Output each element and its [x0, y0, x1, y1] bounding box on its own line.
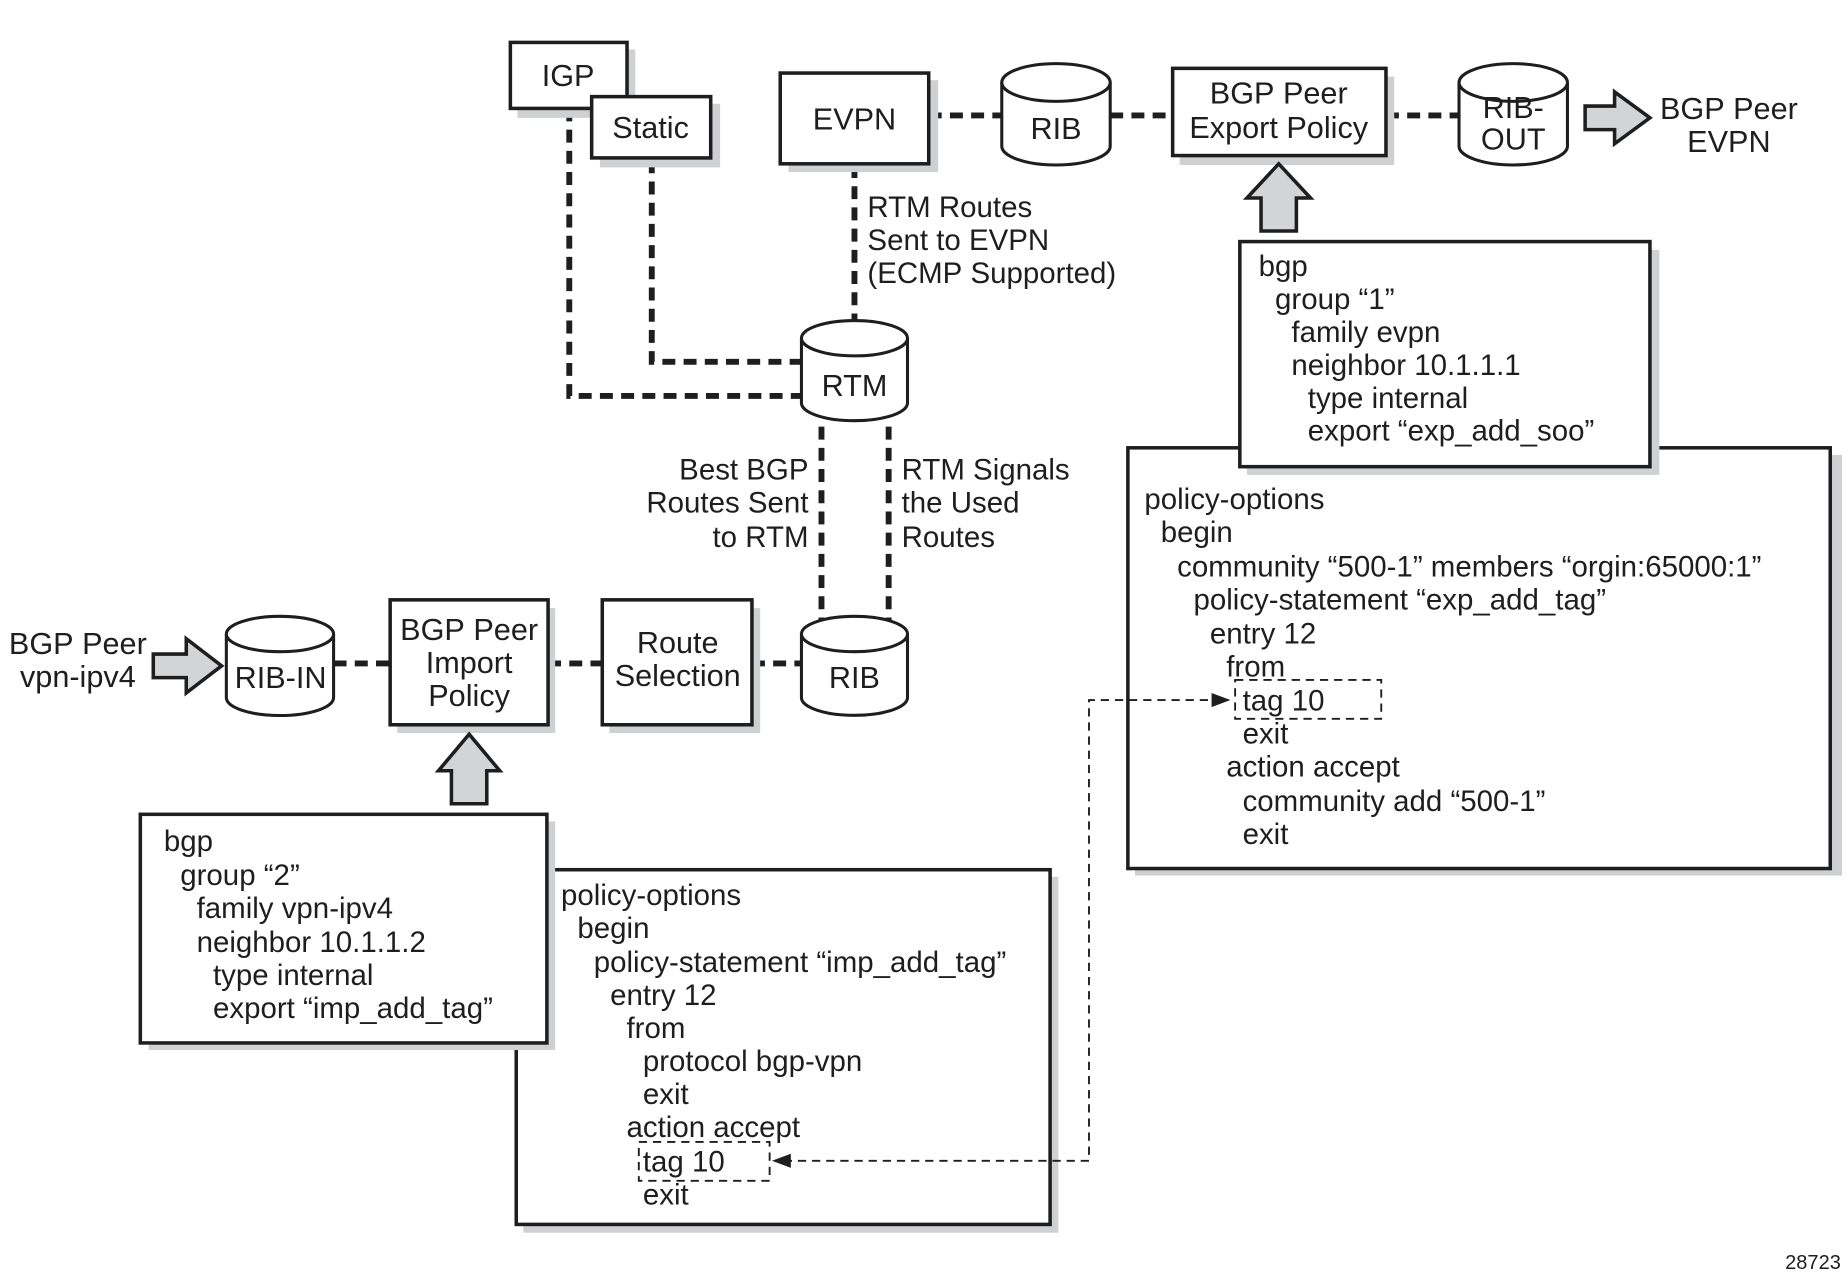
code-line: exit — [561, 1078, 689, 1111]
rib-bottom-label: RIB — [829, 661, 880, 695]
rib-bottom-cylinder: RIB — [799, 614, 910, 717]
import-policy-label-line2: Import — [426, 646, 513, 680]
evpn-node: EVPN — [778, 71, 939, 173]
route-selection-label-line2: Selection — [615, 659, 741, 693]
import-policy-node: BGP Peer Import Policy — [388, 598, 556, 734]
code-line: neighbor 10.1.1.2 — [164, 926, 426, 959]
code-line: action accept — [1144, 751, 1399, 784]
code-line: protocol bgp-vpn — [561, 1045, 862, 1078]
import-bgp-config-panel: bgp group “2” family vpn-ipv4 neighbor 1… — [138, 812, 556, 1051]
annotation-line: to RTM — [712, 521, 808, 554]
code-line: exit — [561, 1178, 689, 1211]
static-to-rtm-link — [648, 160, 802, 365]
export-policy-node: BGP Peer Export Policy — [1170, 66, 1395, 165]
code-line: exit — [1144, 718, 1288, 751]
code-line: neighbor 10.1.1.1 — [1259, 349, 1521, 382]
export-bgp-config-panel: bgp group “1” family evpn neighbor 10.1.… — [1238, 239, 1660, 475]
code-line: exit — [1144, 818, 1288, 851]
rib-out-label-line1: RIB- — [1483, 91, 1544, 125]
connectors — [333, 108, 1460, 667]
bgp-peer-vpn-label-line2: vpn-ipv4 — [20, 660, 136, 694]
code-line: group “2” — [164, 859, 300, 892]
code-line: group “1” — [1259, 283, 1395, 316]
up-arrow-icon — [1242, 161, 1315, 233]
annotation-line: RTM Routes — [867, 191, 1032, 224]
evpn-label: EVPN — [813, 103, 896, 137]
static-node: Static — [589, 94, 721, 168]
rib-in-cylinder: RIB-IN — [224, 614, 336, 718]
rtm-to-evpn-annotation: RTM Routes Sent to EVPN (ECMP Supported) — [867, 191, 1116, 290]
igp-to-rtm-link — [566, 108, 802, 399]
code-line: policy-statement “imp_add_tag” — [561, 946, 1006, 979]
up-arrow-icon — [434, 731, 504, 806]
code-line: policy-options — [1144, 483, 1324, 516]
code-line: entry 12 — [561, 979, 717, 1012]
import-policy-options-panel: policy-options begin policy-statement “i… — [514, 867, 1059, 1233]
annotation-line: Best BGP — [679, 454, 808, 487]
export-bgp-config-code: bgp group “1” family evpn neighbor 10.1.… — [1259, 250, 1595, 448]
bgp-peer-evpn-label-line1: BGP Peer — [1660, 92, 1798, 126]
code-line: begin — [561, 912, 649, 945]
arrowhead-icon — [1211, 692, 1231, 708]
code-line: begin — [1144, 516, 1232, 549]
code-line: from — [561, 1012, 685, 1045]
export-tag-highlight — [1234, 679, 1383, 720]
code-line: policy-statement “exp_add_tag” — [1144, 583, 1606, 616]
code-line: action accept — [561, 1111, 800, 1144]
figure-number: 28723 — [1785, 1252, 1841, 1274]
code-line: family vpn-ipv4 — [164, 892, 393, 925]
import-policy-options-code: policy-options begin policy-statement “i… — [561, 879, 1006, 1211]
code-line: family evpn — [1259, 316, 1441, 349]
import-policy-label-line3: Policy — [428, 679, 510, 713]
annotation-line: Routes — [902, 521, 995, 554]
export-policy-options-panel: policy-options begin community “500-1” m… — [1126, 446, 1843, 876]
rib-in-label: RIB-IN — [235, 661, 327, 695]
static-label: Static — [612, 111, 689, 145]
arrowhead-icon — [771, 1153, 791, 1168]
export-policy-label-line2: Export Policy — [1189, 111, 1368, 145]
rib-top-cylinder: RIB — [1000, 62, 1112, 167]
annotation-line: the Used — [902, 487, 1020, 520]
code-line: tag 10 — [561, 1145, 725, 1178]
annotation-line: Routes Sent — [646, 487, 808, 520]
code-line: community add “500-1” — [1144, 785, 1545, 818]
rib-top-label: RIB — [1030, 112, 1081, 146]
route-selection-node: Route Selection — [600, 598, 761, 734]
rib-out-label-line2: OUT — [1481, 123, 1546, 157]
bgp-peer-vpn-label-line1: BGP Peer — [9, 627, 147, 661]
code-line: policy-options — [561, 879, 741, 912]
import-policy-label-line1: BGP Peer — [400, 613, 538, 647]
annotation-line: Sent to EVPN — [867, 224, 1049, 257]
code-line: bgp — [164, 825, 213, 858]
right-arrow-icon — [151, 635, 225, 697]
code-line: from — [1144, 650, 1285, 683]
code-line: community “500-1” members “orgin:65000:1… — [1144, 550, 1761, 583]
rtm-label: RTM — [822, 369, 888, 403]
import-bgp-config-code: bgp group “2” family vpn-ipv4 neighbor 1… — [164, 825, 493, 1025]
code-line: type internal — [1259, 382, 1469, 415]
code-line: bgp — [1259, 250, 1308, 283]
code-line: type internal — [164, 959, 374, 992]
igp-label: IGP — [542, 59, 595, 93]
export-policy-options-code: policy-options begin community “500-1” m… — [1144, 483, 1761, 851]
bgp-peer-evpn-label-line2: EVPN — [1687, 125, 1770, 159]
rtm-signals-annotation: RTM Signals the Used Routes — [902, 454, 1070, 554]
annotation-line: (ECMP Supported) — [867, 257, 1116, 290]
export-policy-label-line1: BGP Peer — [1210, 77, 1348, 111]
code-line: export “exp_add_soo” — [1259, 415, 1595, 448]
code-line: export “imp_add_tag” — [164, 992, 493, 1025]
rtm-cylinder: RTM — [799, 319, 910, 423]
code-line: entry 12 — [1144, 617, 1316, 650]
rib-out-cylinder: RIB- OUT — [1457, 62, 1569, 167]
route-selection-label-line1: Route — [637, 626, 719, 660]
best-bgp-annotation: Best BGP Routes Sent to RTM — [646, 454, 808, 554]
right-arrow-icon — [1583, 88, 1653, 148]
annotation-line: RTM Signals — [902, 454, 1070, 487]
